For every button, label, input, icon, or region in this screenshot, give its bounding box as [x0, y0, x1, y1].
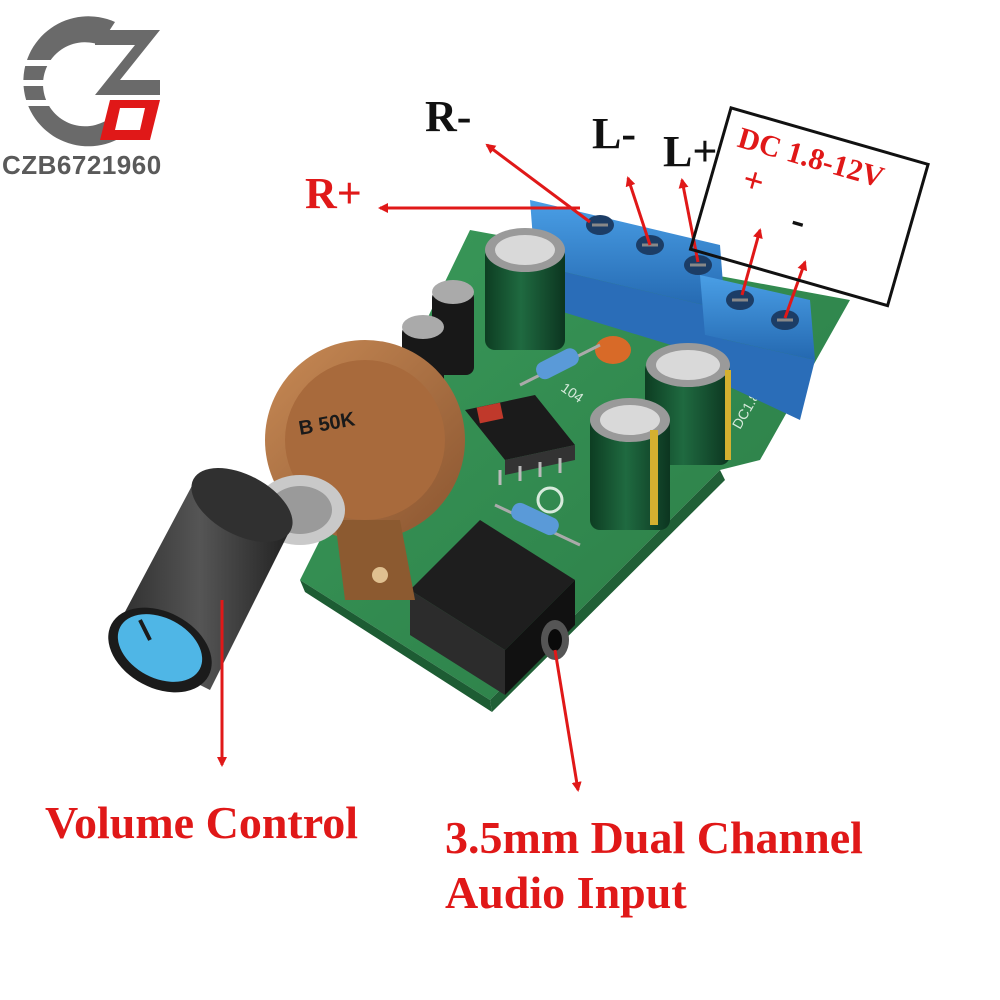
resistor-2: [494, 502, 581, 547]
label-audio-input-line2: Audio Input: [445, 867, 687, 918]
brand-watermark-text: CZB6721960: [2, 150, 162, 180]
label-l-minus: L-: [592, 109, 636, 158]
label-audio-input-line1: 3.5mm Dual Channel: [445, 812, 863, 863]
electrolytic-capacitor-large-3: [590, 398, 670, 530]
label-dc-plus: +: [738, 158, 770, 203]
label-l-plus: L+: [663, 127, 718, 176]
callout-arrows: [217, 143, 808, 792]
volume-potentiometer: B 50K: [255, 340, 465, 600]
amplifier-ic-chip: [465, 395, 575, 485]
volume-knob: [108, 468, 293, 693]
brand-logo: [18, 16, 160, 147]
label-volume-control: Volume Control: [45, 797, 359, 848]
resistor-1: [519, 343, 601, 387]
electrolytic-capacitor-large-1: [485, 228, 565, 350]
audio-jack-3-5mm: [410, 520, 575, 695]
label-r-plus: R+: [305, 169, 362, 218]
label-r-minus: R-: [425, 92, 472, 141]
label-dc-minus: -: [786, 196, 812, 244]
output-terminal-block: [530, 200, 725, 360]
power-terminal-block: [700, 275, 815, 420]
ceramic-capacitor: [595, 336, 631, 364]
